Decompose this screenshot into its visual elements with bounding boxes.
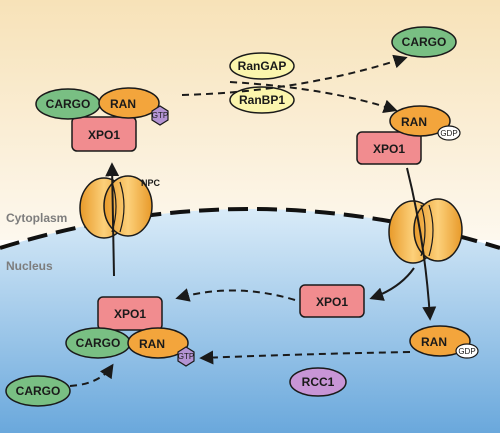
ran-label-nucleus: RAN: [421, 335, 447, 349]
arrow-ran-gdp-to-gtp: [199, 350, 411, 365]
arrow-export-through-npc: [105, 162, 120, 277]
ranbp1-oval: [229, 86, 295, 114]
rangap-label: RanGAP: [238, 59, 287, 73]
arrow-to-cargo-release: [181, 54, 408, 96]
export-complex-nucleus: XPO1 CARGO RAN GTP: [65, 296, 195, 367]
rcc1-oval: [289, 367, 347, 397]
gtp-hexagon-complex: [177, 346, 195, 367]
gdp-label-nucleus: GDP: [458, 347, 475, 356]
npc-label: NPC: [141, 178, 161, 188]
gdp-badge: [437, 125, 461, 141]
npc-left: [79, 175, 153, 239]
ran-oval-right: [389, 105, 451, 137]
ran-oval: [98, 87, 160, 119]
ran-label-complex: RAN: [139, 337, 165, 351]
xpo1-box-complex: [97, 296, 163, 331]
npc-right: [388, 198, 463, 264]
xpo1-label-complex: XPO1: [114, 307, 146, 321]
ran-oval-complex: [127, 327, 189, 359]
xpo1-label-right: XPO1: [373, 142, 405, 156]
gdp-label: GDP: [440, 129, 457, 138]
gdp-badge-nucleus: [455, 343, 479, 359]
cargo-free-label: CARGO: [16, 384, 61, 398]
nucleus-region: [0, 209, 500, 433]
xpo1-label-nucleus: XPO1: [316, 295, 348, 309]
cytoplasm-label: Cytoplasm: [6, 211, 67, 225]
gtp-hexagon: [151, 105, 169, 126]
xpo1-label: XPO1: [88, 128, 120, 142]
arrow-to-xpo1-nucleus: [369, 267, 415, 301]
ran-xpo1-cytoplasm: XPO1 RAN GDP: [356, 105, 461, 165]
rcc1-label: RCC1: [302, 375, 335, 389]
rangap-oval: [229, 52, 295, 80]
cargo-released-label: CARGO: [402, 35, 447, 49]
gtp-label-complex: GTP: [178, 352, 194, 361]
nucleus-label: Nucleus: [6, 259, 53, 273]
arrow-xpo1-recycle: [175, 288, 296, 302]
xpo1-box-right: [356, 131, 422, 165]
pathway-arrows: [69, 54, 437, 387]
cargo-label: CARGO: [46, 97, 91, 111]
gtp-label: GTP: [152, 111, 168, 120]
ranbp1-label: RanBP1: [239, 93, 285, 107]
arrow-cargo-binding: [69, 363, 114, 387]
ran-oval-nucleus: [409, 325, 471, 357]
cargo-label-complex: CARGO: [76, 336, 121, 350]
export-complex-cytoplasm: XPO1 CARGO RAN GTP: [35, 87, 169, 152]
xpo1-box-nucleus: [299, 284, 365, 318]
cargo-released-oval: [391, 26, 457, 58]
ran-label-right: RAN: [401, 115, 427, 129]
arrow-import-through-npc: [406, 167, 437, 321]
xpo1-box: [71, 116, 137, 152]
ran-label: RAN: [110, 97, 136, 111]
cargo-free-oval: [5, 375, 71, 407]
